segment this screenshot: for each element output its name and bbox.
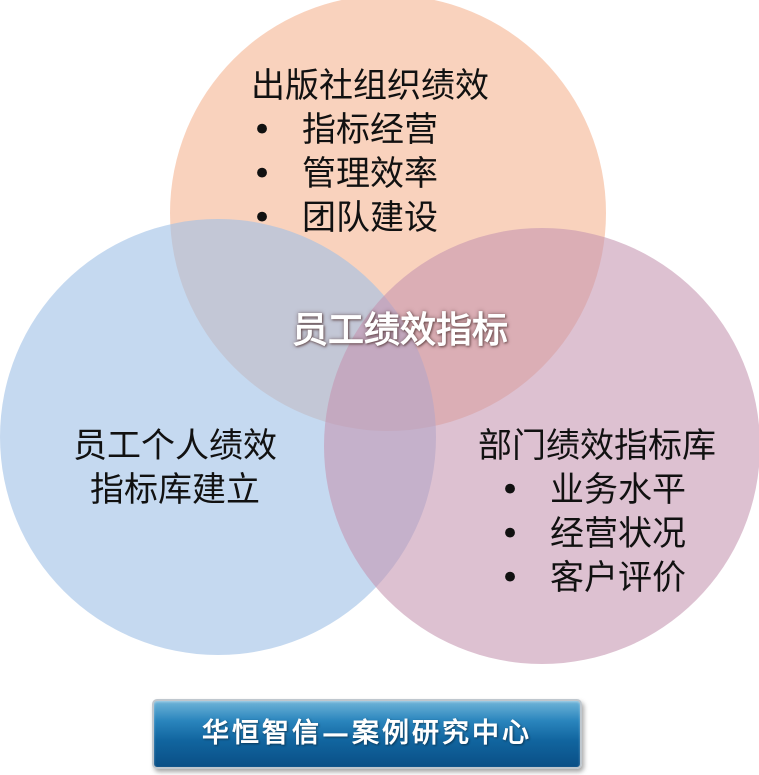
left-circle-line: 指标库建立	[90, 470, 260, 510]
list-item: 客户评价	[462, 556, 752, 600]
list-item: 经营状况	[462, 512, 752, 556]
center-title: 员工绩效指标	[291, 310, 508, 351]
list-item: 业务水平	[462, 468, 752, 512]
list-item: 指标经营	[230, 108, 570, 152]
list-item: 团队建设	[230, 196, 570, 240]
source-banner: 华恒智信—案例研究中心	[152, 699, 582, 769]
top-circle-label: 出版社组织绩效 指标经营 管理效率 团队建设	[170, 64, 570, 240]
left-circle-line: 员工个人绩效	[73, 426, 277, 466]
right-circle-label: 部门绩效指标库 业务水平 经营状况 客户评价	[462, 424, 752, 600]
left-circle	[0, 219, 436, 655]
right-circle-list: 业务水平 经营状况 客户评价	[462, 468, 752, 600]
top-circle-list: 指标经营 管理效率 团队建设	[230, 108, 570, 240]
top-circle-title: 出版社组织绩效	[251, 66, 489, 106]
list-item: 管理效率	[230, 152, 570, 196]
left-circle-label: 员工个人绩效 指标库建立	[40, 424, 310, 512]
banner-text: 华恒智信—案例研究中心	[202, 718, 532, 749]
right-circle-title: 部门绩效指标库	[478, 426, 716, 466]
